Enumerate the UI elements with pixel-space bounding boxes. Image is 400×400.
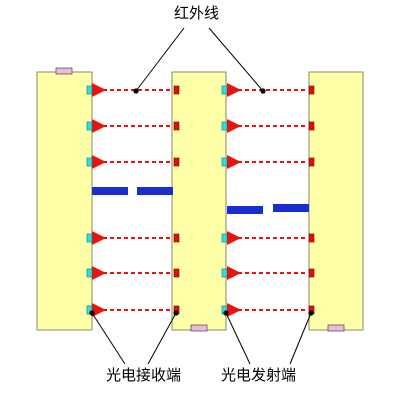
emitter-icon	[173, 121, 180, 131]
emitter-icon	[308, 85, 315, 95]
leader-line-3	[91, 312, 126, 365]
emitter-icon	[308, 268, 315, 278]
infrared-label: 红外线	[174, 4, 220, 22]
blocking-object	[137, 187, 173, 195]
emitter-icon	[308, 233, 315, 243]
leader-dot	[133, 88, 139, 94]
leader-line-4	[147, 312, 177, 365]
receiver-icon	[86, 121, 93, 131]
leader-dot	[308, 310, 314, 316]
receiver-icon	[221, 121, 228, 131]
emitter-icon	[173, 268, 180, 278]
emitter-end-label: 光电发射端	[221, 366, 297, 384]
receiver-end-label: 光电接收端	[106, 366, 182, 384]
receiver-icon	[86, 85, 93, 95]
receiver-icon	[86, 157, 93, 167]
leader-dot	[173, 310, 179, 316]
panel-3-end-cap	[327, 324, 345, 332]
emitter-icon	[173, 157, 180, 167]
emitter-icon	[173, 85, 180, 95]
blocking-object	[92, 187, 128, 195]
emitter-icon	[308, 121, 315, 131]
receiver-icon	[86, 268, 93, 278]
receiver-icon	[221, 157, 228, 167]
panel-1	[36, 71, 93, 331]
leader-dot	[89, 310, 95, 316]
receiver-icon	[86, 233, 93, 243]
leader-line-6	[289, 312, 312, 365]
receiver-icon	[221, 85, 228, 95]
panel-3	[308, 71, 364, 331]
emitter-icon	[308, 157, 315, 167]
leader-line-1	[135, 27, 185, 92]
emitter-icon	[173, 233, 180, 243]
panel-2	[171, 71, 227, 331]
blocking-object	[273, 204, 309, 212]
blocking-object	[227, 206, 263, 214]
leader-line-2	[208, 27, 264, 92]
panel-1-end-cap	[55, 67, 73, 75]
leader-dot	[260, 88, 266, 94]
leader-dot	[223, 310, 229, 316]
receiver-icon	[221, 268, 228, 278]
panel-2-end-cap	[190, 324, 208, 332]
receiver-icon	[86, 305, 93, 315]
leader-line-5	[225, 312, 251, 365]
receiver-icon	[221, 233, 228, 243]
